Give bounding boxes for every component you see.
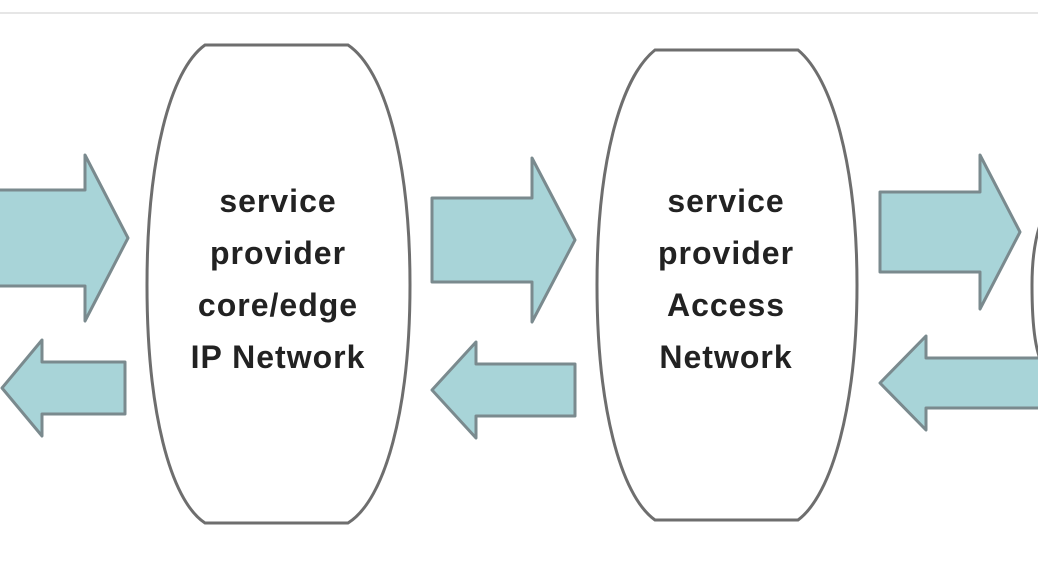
arrow-left-middle (430, 340, 577, 440)
node-core-edge-ip-network: service provider core/edge IP Network (145, 43, 412, 525)
node-access-line-2: provider (658, 235, 794, 271)
node-core-edge-line-3: core/edge (198, 287, 358, 323)
node-core-edge-line-1: service (219, 183, 336, 219)
arrow-right-middle (430, 156, 577, 324)
node-access-line-4: Network (659, 339, 792, 375)
node-access-line-3: Access (667, 287, 785, 323)
arrow-left-right-edge (878, 334, 1038, 432)
arrow-right-right-edge (878, 153, 1022, 311)
node-access-line-1: service (667, 183, 784, 219)
arrow-right-left-edge (0, 153, 130, 323)
node-access-shape (595, 48, 859, 522)
node-core-edge-shape (145, 43, 412, 525)
node-right-edge-partial (1030, 226, 1038, 358)
node-core-edge-line-2: provider (210, 235, 346, 271)
node-access-network: service provider Access Network (595, 48, 859, 522)
arrow-left-left-edge (0, 338, 127, 438)
node-core-edge-line-4: IP Network (191, 339, 366, 375)
